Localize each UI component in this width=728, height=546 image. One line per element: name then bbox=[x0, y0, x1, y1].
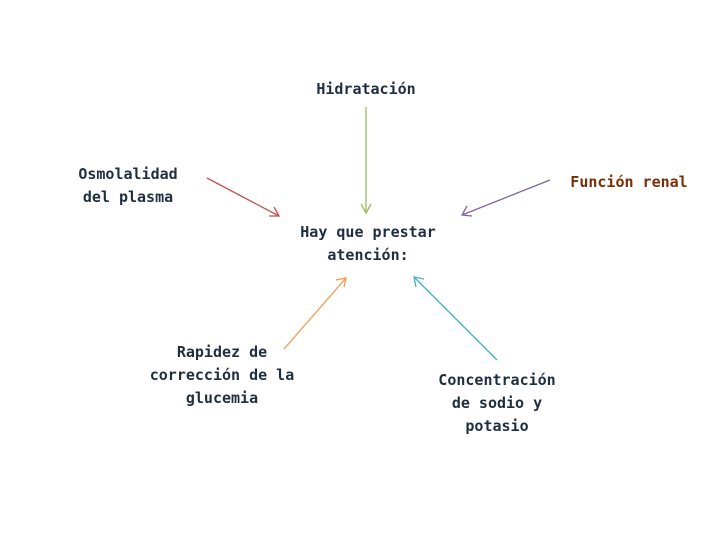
label-concentracion: Concentración de sodio y potasio bbox=[438, 371, 556, 435]
arrow-rapidez bbox=[283, 277, 347, 350]
label-funcion-renal: Función renal bbox=[570, 173, 688, 191]
arrow-osmolalidad bbox=[206, 177, 281, 217]
arrow-hidratacion bbox=[360, 107, 372, 215]
label-rapidez: Rapidez de corrección de la glucemia bbox=[149, 343, 295, 407]
arrow-funcion-renal bbox=[460, 179, 551, 217]
label-hidratacion: Hidratación bbox=[316, 80, 416, 98]
arrow-concentracion bbox=[413, 276, 498, 361]
label-osmolalidad: Osmolalidad del plasma bbox=[78, 165, 178, 206]
label-center: Hay que prestar atención: bbox=[300, 223, 436, 264]
